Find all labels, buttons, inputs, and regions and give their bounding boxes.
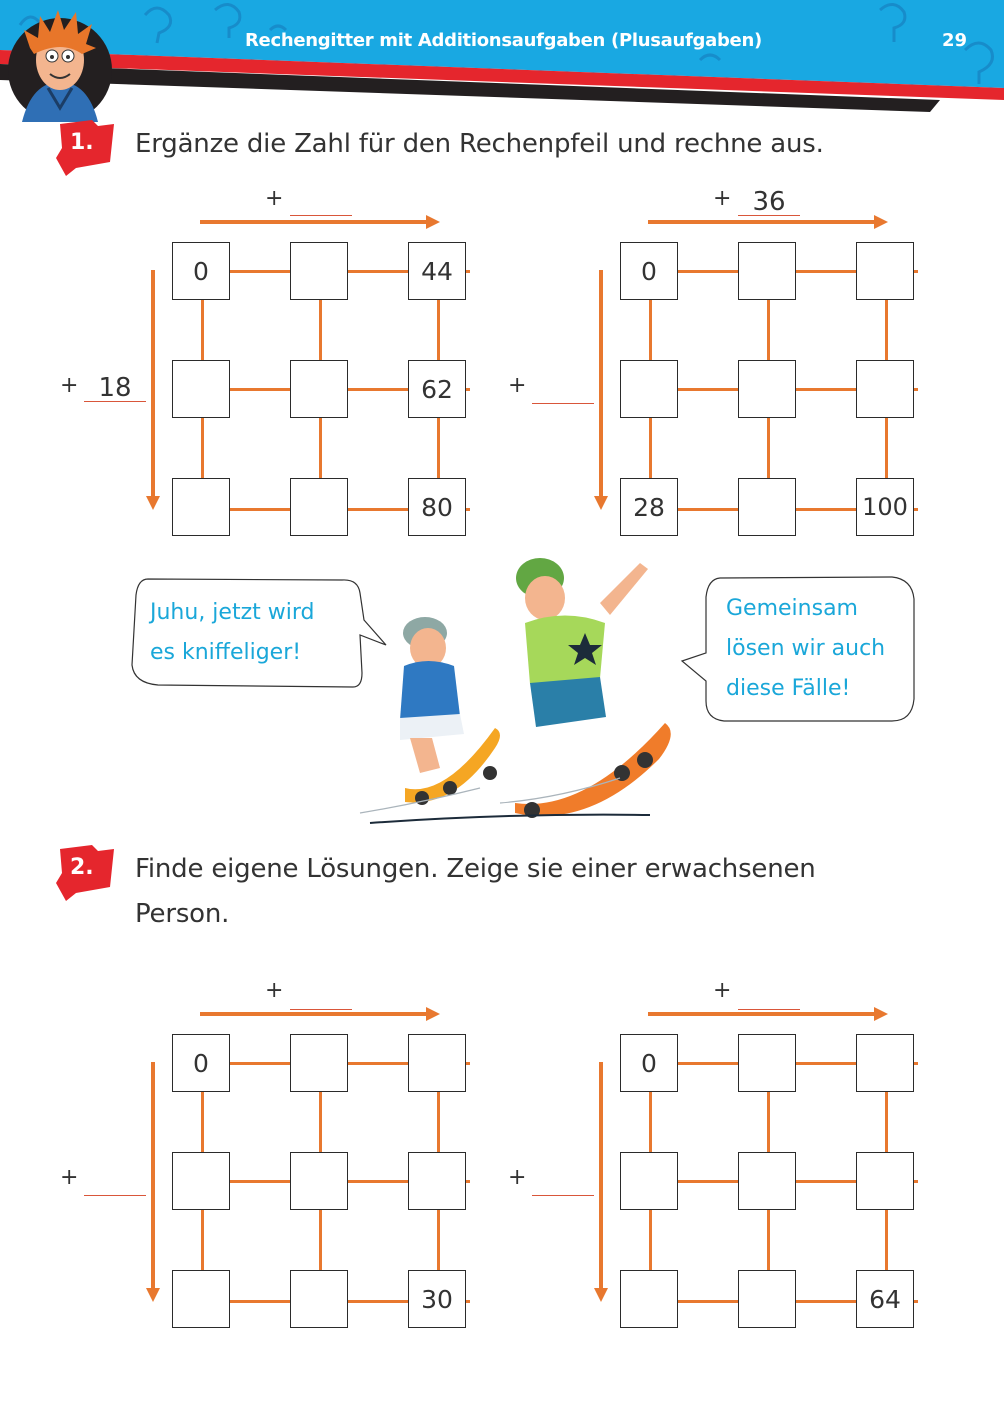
grid-cell[interactable] [738,478,796,536]
speech-right-line-2: lösen wir auch [726,636,886,661]
grid-cell[interactable] [738,1152,796,1210]
vertical-addend-field[interactable] [532,376,594,404]
header-band [0,0,1004,112]
grid-cell[interactable] [856,1152,914,1210]
task-2-instruction-line-2: Person. [135,899,230,929]
addition-grid-4: + + 0 64 [498,972,938,1342]
horizontal-arrow-icon [648,215,888,229]
grid-cell[interactable] [172,1152,230,1210]
speech-bubble-right: Gemeinsam lösen wir auch diese Fälle! [680,573,920,725]
grid-cell[interactable] [290,1152,348,1210]
grid-cell[interactable]: 100 [856,478,914,536]
vertical-arrow-icon [594,270,608,510]
horizontal-plus: + [713,186,732,211]
grid-cell[interactable] [738,1034,796,1092]
grid-cell[interactable] [856,1034,914,1092]
page-title: Rechengitter mit Additionsaufgaben (Plus… [245,30,762,51]
grid-cell[interactable] [620,1152,678,1210]
grid-cell[interactable] [620,1270,678,1328]
grid-cell[interactable] [290,1270,348,1328]
speech-left-line-1: Juhu, jetzt wird [150,600,315,625]
vertical-addend-field[interactable]: 18 [84,374,146,402]
horizontal-addend-field[interactable] [738,982,800,1010]
horizontal-arrow-icon [200,215,440,229]
mascot-avatar-icon [8,10,112,122]
grid-cell[interactable]: 0 [172,242,230,300]
page-number: 29 [942,30,968,51]
task-1-instruction: Ergänze die Zahl für den Rechenpfeil und… [135,129,824,159]
speech-right-line-1: Gemeinsam [726,596,858,621]
speech-left-line-2: es kniffeliger! [150,640,302,665]
speech-right-line-3: diese Fälle! [726,676,851,701]
vertical-arrow-icon [146,1062,160,1302]
grid-cell[interactable]: 30 [408,1270,466,1328]
grid-cell[interactable] [290,242,348,300]
vertical-plus: + [508,373,527,398]
skateboarding-kids-illustration-icon [359,558,671,824]
grid-cell[interactable]: 44 [408,242,466,300]
horizontal-arrow-icon [200,1007,440,1021]
grid-cell[interactable] [290,478,348,536]
grid-cell[interactable] [620,360,678,418]
horizontal-plus: + [265,978,284,1003]
vertical-plus: + [60,1165,79,1190]
vertical-arrow-icon [146,270,160,510]
horizontal-plus: + [265,186,284,211]
grid-cell[interactable] [290,1034,348,1092]
addition-grid-1: + + 18 0 44 62 80 [50,180,490,550]
grid-cell[interactable]: 0 [172,1034,230,1092]
page-header: Rechengitter mit Additionsaufgaben (Plus… [0,0,1004,140]
grid-cell[interactable] [172,360,230,418]
vertical-plus: + [60,373,79,398]
grid-cell[interactable] [290,360,348,418]
red-stripe [0,50,1004,100]
grid-cell[interactable] [408,1034,466,1092]
grid-cell[interactable]: 80 [408,478,466,536]
addition-grid-2: + 36 + 0 28 100 [498,180,938,550]
grid-cell[interactable] [172,1270,230,1328]
horizontal-plus: + [713,978,732,1003]
grid-cell[interactable] [408,1152,466,1210]
speech-bubble-left: Juhu, jetzt wird es kniffeliger! [128,575,388,690]
grid-cell[interactable]: 64 [856,1270,914,1328]
vertical-addend-field[interactable] [532,1168,594,1196]
horizontal-addend-field[interactable] [290,982,352,1010]
grid-cell[interactable] [172,478,230,536]
grid-cell[interactable]: 0 [620,1034,678,1092]
task-2-badge: 2. [52,843,118,903]
grid-cell[interactable] [856,360,914,418]
task-1-badge: 1. [52,118,118,178]
grid-cell[interactable] [738,242,796,300]
vertical-plus: + [508,1165,527,1190]
black-stripe [0,64,940,112]
vertical-addend-field[interactable] [84,1168,146,1196]
grid-cell[interactable]: 0 [620,242,678,300]
grid-cell[interactable]: 28 [620,478,678,536]
horizontal-arrow-icon [648,1007,888,1021]
horizontal-addend-field[interactable]: 36 [738,188,800,216]
vertical-arrow-icon [594,1062,608,1302]
grid-cell[interactable]: 62 [408,360,466,418]
addition-grid-3: + + 0 30 [50,972,490,1342]
grid-cell[interactable] [856,242,914,300]
task-2-instruction-line-1: Finde eigene Lösungen. Zeige sie einer e… [135,854,816,884]
horizontal-addend-field[interactable] [290,188,352,216]
grid-cell[interactable] [738,1270,796,1328]
grid-cell[interactable] [738,360,796,418]
